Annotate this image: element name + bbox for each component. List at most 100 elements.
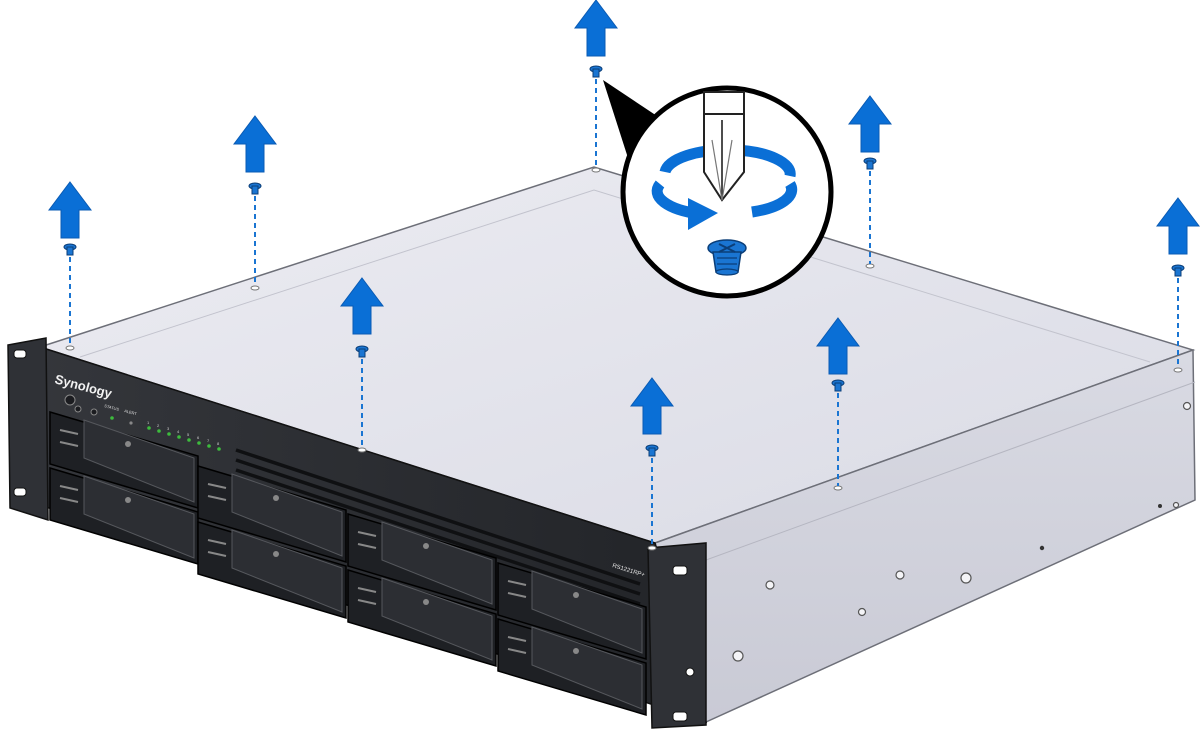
tray-handle [381, 577, 493, 661]
rotation-arrow-front [751, 181, 798, 218]
drive-led [167, 432, 171, 436]
side-holes [732, 401, 1192, 662]
cover-screw-removal [340, 277, 384, 453]
cover-seam [79, 189, 1151, 363]
status-led [110, 416, 114, 420]
cover-screw-removal [574, 0, 618, 173]
reset-button [90, 408, 98, 416]
tray-handle [381, 521, 493, 605]
screw-hole [1173, 367, 1183, 373]
screwdriver-icon [703, 91, 745, 202]
callout-pointer [603, 80, 660, 158]
screw-icon [707, 239, 747, 276]
arrow-up-icon [630, 377, 674, 435]
drive-led-numbers: 1 2 3 4 5 6 7 8 [147, 420, 220, 446]
usb-port [74, 405, 82, 413]
tray-handle [231, 529, 343, 613]
tray-latch [357, 543, 377, 549]
led-number: 5 [187, 432, 190, 437]
tray-latch [507, 580, 527, 586]
arrow-up-icon [48, 181, 92, 239]
led-number: 1 [147, 420, 150, 425]
screw-hole [65, 345, 75, 351]
cover-screws [48, 0, 1200, 551]
tray-lock [573, 648, 579, 654]
screw-icon [831, 379, 845, 392]
arrow-up-icon [816, 317, 860, 375]
tray-latch [207, 539, 227, 545]
screw-icon [645, 444, 659, 457]
screw-hole [647, 545, 657, 551]
arrow-up-icon [1156, 197, 1200, 255]
led-number: 6 [197, 435, 200, 440]
screwdriver-callout [603, 80, 834, 299]
screw-hole [357, 447, 367, 453]
tray-latch [59, 485, 79, 491]
tray-handle [83, 475, 195, 559]
tray-lock [125, 497, 131, 503]
tray-lock [573, 592, 579, 598]
tray-lock [423, 543, 429, 549]
screw-icon [63, 243, 77, 256]
led-number: 7 [207, 438, 210, 443]
cover-screw-removal [848, 95, 892, 269]
drive-tray[interactable] [497, 561, 647, 661]
screw-icon [589, 65, 603, 78]
tray-latch [507, 648, 527, 654]
side-edge-line [705, 381, 1196, 561]
cover-screw-removal [1156, 197, 1200, 373]
drive-tray[interactable] [49, 466, 199, 566]
cover-screw-removal [48, 181, 92, 351]
drive-bays [49, 410, 647, 717]
power-button [64, 394, 76, 406]
tray-latch [207, 495, 227, 501]
left-rack-ear [7, 337, 49, 522]
tray-latch [207, 551, 227, 557]
right-ear-hole [685, 667, 695, 677]
drive-tray[interactable] [347, 568, 497, 668]
screw-hole [591, 167, 601, 173]
left-ear-slot-top [13, 349, 27, 359]
drive-tray[interactable] [197, 520, 347, 620]
led-number: 2 [157, 423, 160, 428]
tray-lock [273, 551, 279, 557]
tray-handle [83, 419, 195, 503]
tray-latch [357, 599, 377, 605]
arrow-up-icon [848, 95, 892, 153]
left-ear-slot-bottom [13, 487, 27, 497]
tray-latch [207, 483, 227, 489]
tray-latch [357, 531, 377, 537]
led-number: 8 [217, 441, 220, 446]
status-label: STATUS [104, 403, 120, 412]
screw-hole [833, 485, 843, 491]
rotation-arrowhead [688, 198, 718, 230]
right-rack-ear [647, 542, 707, 729]
tray-latch [507, 592, 527, 598]
tray-latch [59, 497, 79, 503]
drive-tray[interactable] [197, 464, 347, 564]
side-dots [1039, 504, 1162, 551]
drive-led-row [147, 426, 221, 451]
drive-led [207, 444, 211, 448]
tray-lock [273, 495, 279, 501]
drive-tray[interactable] [347, 512, 497, 612]
screw-icon [863, 157, 877, 170]
arrow-up-icon [574, 0, 618, 57]
alert-label: ALERT [124, 408, 138, 416]
drive-led [177, 435, 181, 439]
tray-lock [125, 441, 131, 447]
right-ear-slot-top [672, 565, 688, 576]
drive-led [187, 438, 191, 442]
cover-screw-removal [816, 317, 860, 491]
drive-tray[interactable] [497, 617, 647, 717]
tray-handle [531, 570, 643, 654]
screw-hole [250, 285, 260, 291]
arrow-up-icon [340, 277, 384, 335]
led-number: 4 [177, 429, 180, 434]
tray-latch [507, 636, 527, 642]
drive-led [157, 429, 161, 433]
screw-icon [1171, 264, 1185, 277]
front-vents [235, 448, 641, 606]
